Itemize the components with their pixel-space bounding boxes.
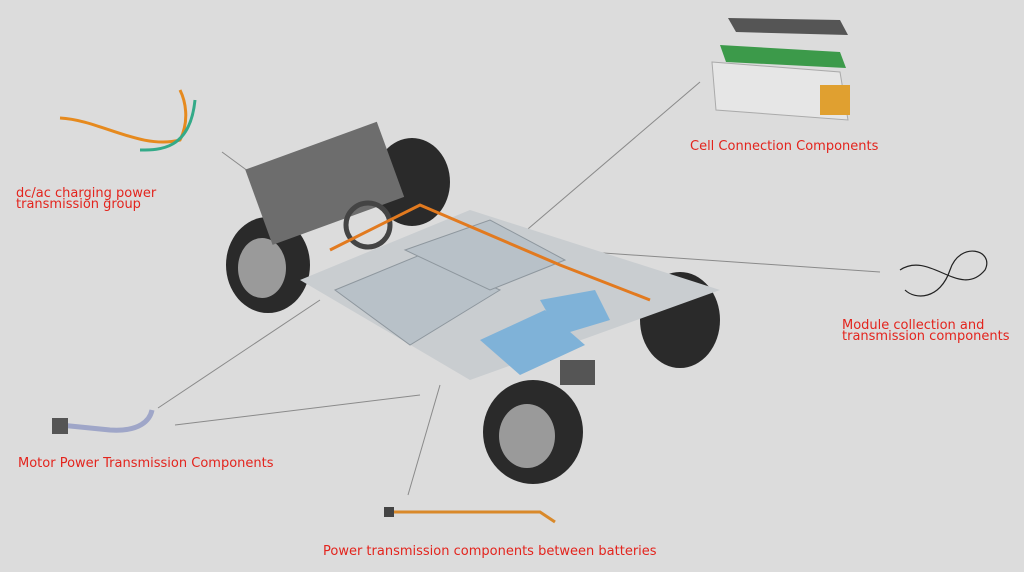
label-cell-connection: Cell Connection Components bbox=[690, 139, 879, 154]
label-line: transmission group bbox=[16, 197, 141, 212]
chassis-image bbox=[226, 121, 720, 484]
label-motor-power: Motor Power Transmission Components bbox=[18, 456, 274, 471]
module-harness-image bbox=[899, 250, 988, 297]
label-between-batteries: Power transmission components between ba… bbox=[323, 544, 657, 559]
label-line: dc/ac charging power bbox=[16, 186, 157, 201]
charging-harness-image bbox=[59, 89, 197, 152]
leader-lines bbox=[157, 81, 881, 496]
motor-cable-image bbox=[52, 409, 155, 434]
label-line: transmission components bbox=[842, 329, 1010, 344]
label-line: Module collection and bbox=[842, 318, 985, 333]
label-module-collection: Module collection and transmission compo… bbox=[842, 318, 1010, 344]
cell-connection-image bbox=[711, 18, 850, 121]
battery-link-cable-image bbox=[384, 507, 556, 524]
label-charging-power-group: dc/ac charging power transmission group bbox=[16, 186, 157, 212]
